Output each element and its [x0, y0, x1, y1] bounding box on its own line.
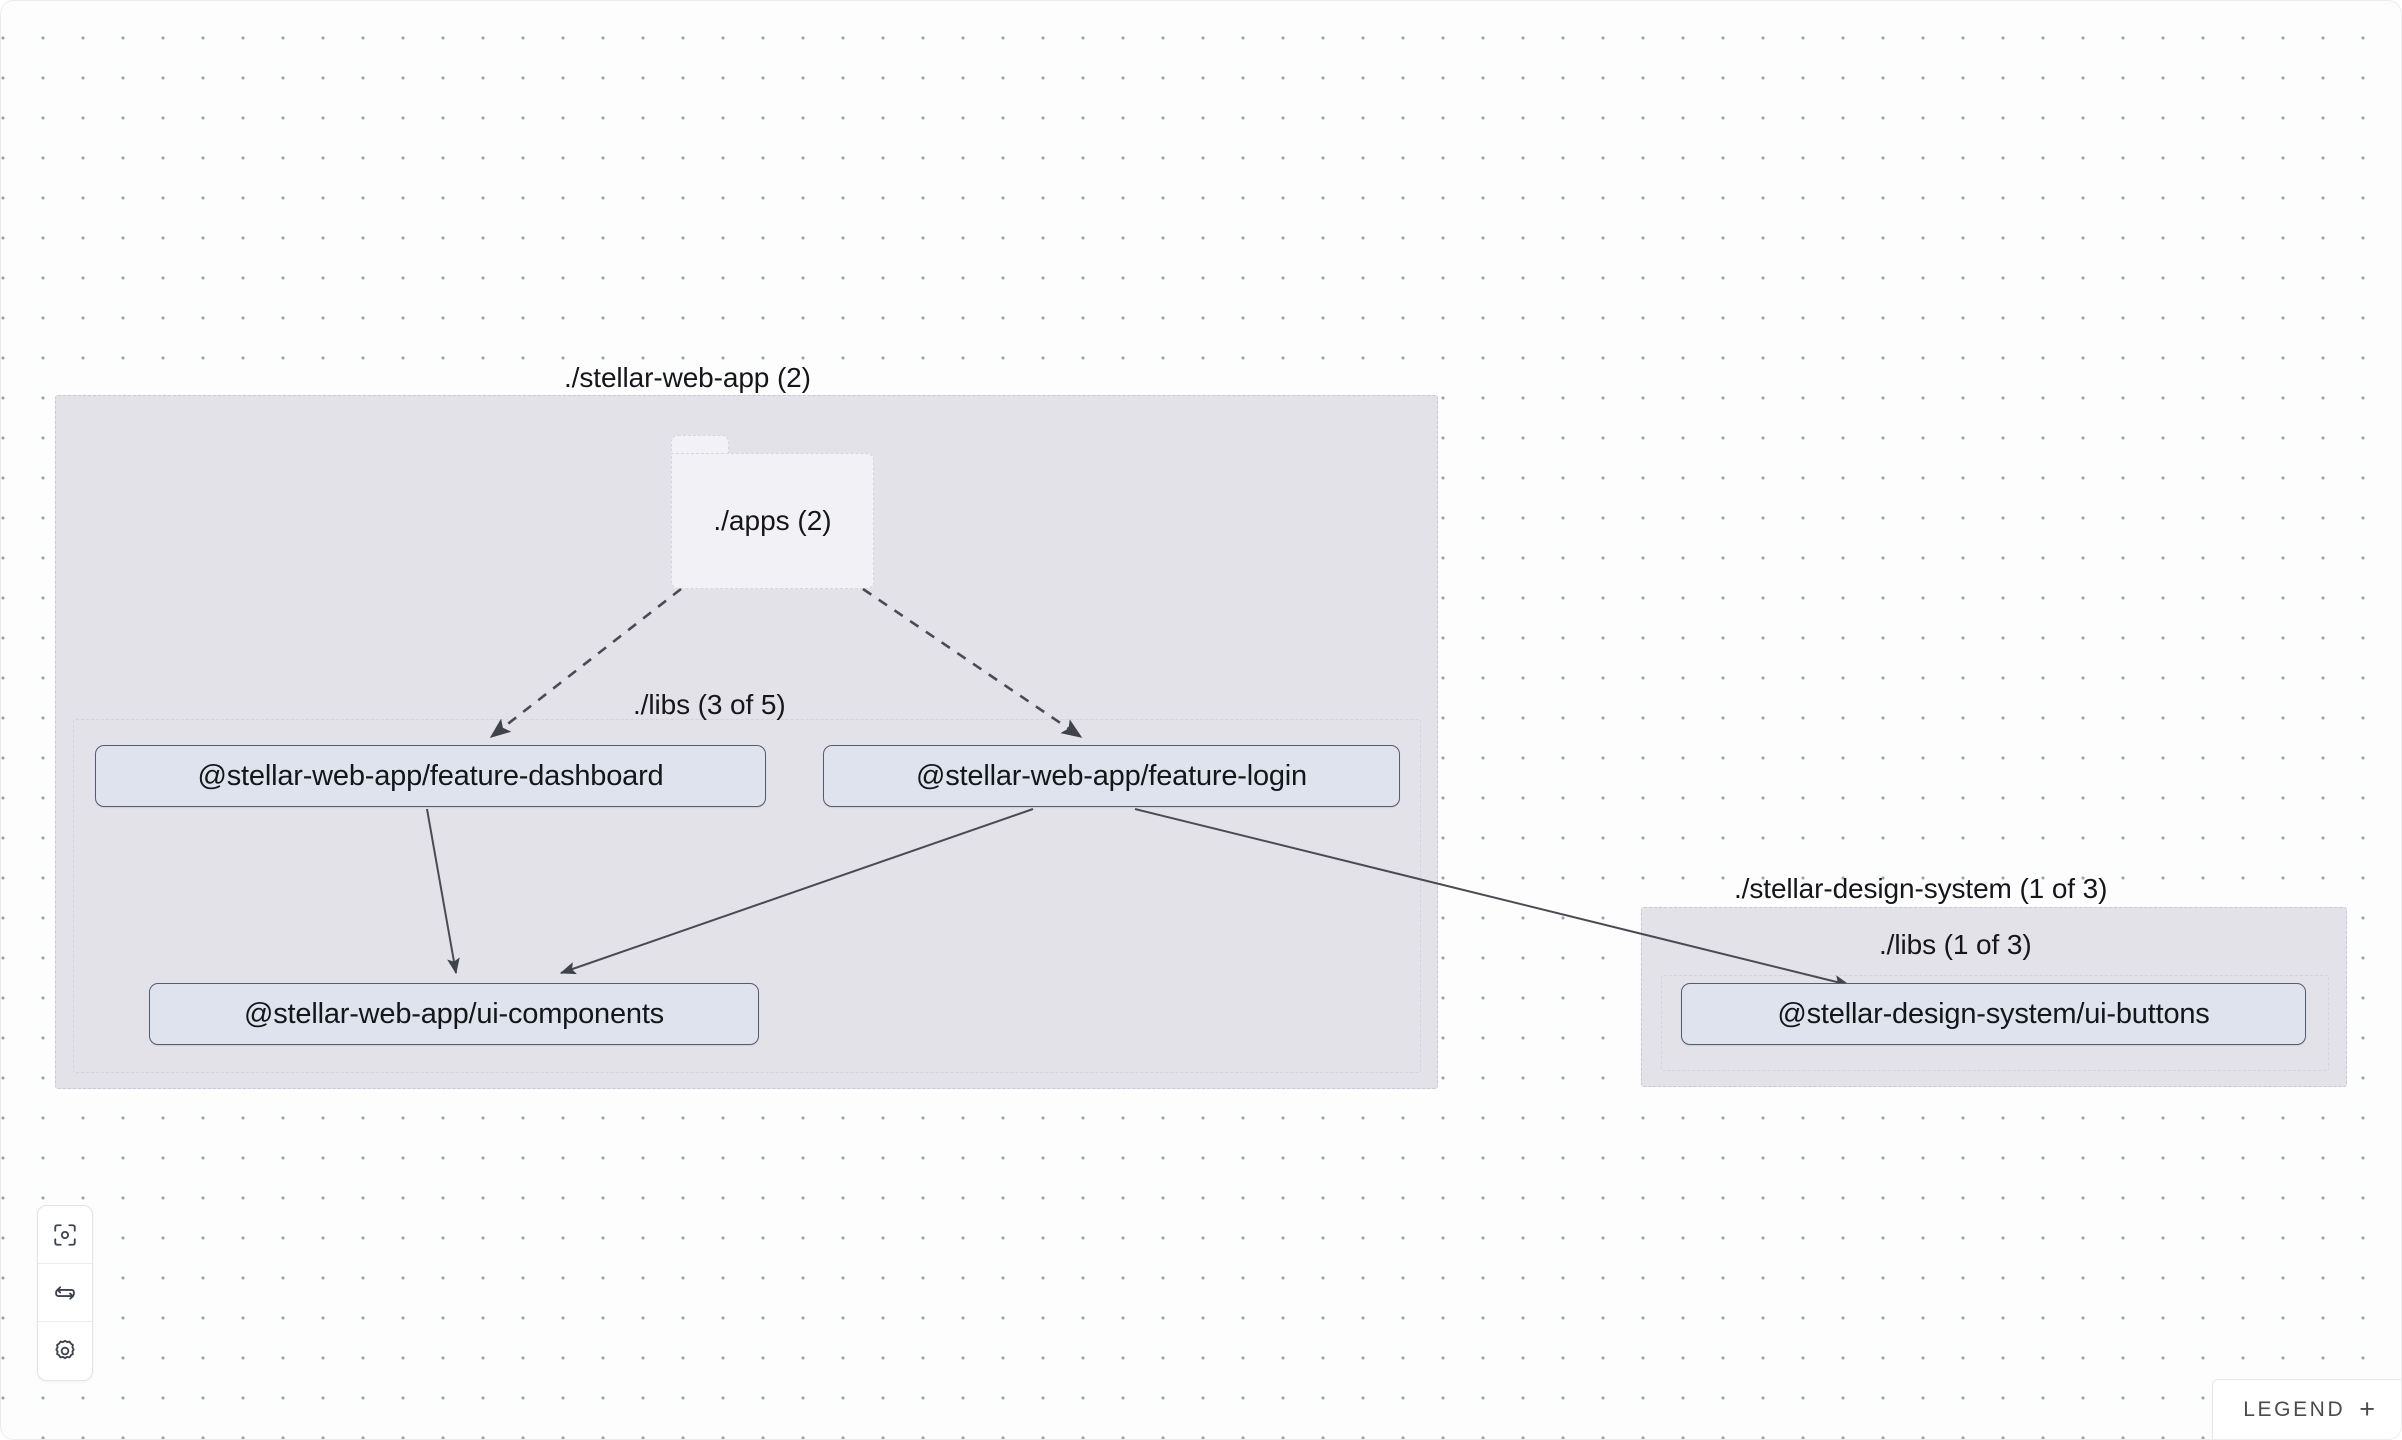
- legend-toggle[interactable]: LEGEND +: [2212, 1379, 2401, 1439]
- subgroup-label-web-app-libs: ./libs (3 of 5): [633, 689, 786, 720]
- node-feature-dashboard[interactable]: @stellar-web-app/feature-dashboard: [95, 745, 766, 807]
- graph-settings-button[interactable]: [38, 1322, 92, 1380]
- node-ui-components[interactable]: @stellar-web-app/ui-components: [149, 983, 759, 1045]
- node-label-feature-dashboard: @stellar-web-app/feature-dashboard: [197, 759, 664, 792]
- subgroup-design-system-libs[interactable]: [1661, 975, 2329, 1071]
- folder-tab: [671, 435, 729, 457]
- gear-icon: [52, 1338, 78, 1364]
- legend-label: LEGEND: [2243, 1397, 2346, 1421]
- node-feature-login[interactable]: @stellar-web-app/feature-login: [823, 745, 1400, 807]
- group-label-stellar-design-system: ./stellar-design-system (1 of 3): [1734, 873, 2108, 904]
- refresh-graph-button[interactable]: [38, 1264, 92, 1322]
- focus-target-icon: [52, 1222, 78, 1248]
- node-label-ui-components: @stellar-web-app/ui-components: [244, 997, 664, 1030]
- focus-graph-button[interactable]: [38, 1206, 92, 1264]
- group-label-stellar-web-app: ./stellar-web-app (2): [564, 362, 811, 393]
- folder-body: ./apps (2): [671, 453, 874, 589]
- folder-apps[interactable]: ./apps (2): [671, 435, 874, 589]
- node-label-ui-buttons: @stellar-design-system/ui-buttons: [1777, 997, 2210, 1030]
- node-ui-buttons[interactable]: @stellar-design-system/ui-buttons: [1681, 983, 2306, 1045]
- folder-label-apps: ./apps (2): [713, 505, 832, 536]
- graph-controls[interactable]: [37, 1205, 93, 1381]
- subgroup-label-design-system-libs: ./libs (1 of 3): [1879, 929, 2032, 960]
- refresh-icon: [52, 1280, 78, 1306]
- plus-icon: +: [2359, 1394, 2375, 1424]
- node-label-feature-login: @stellar-web-app/feature-login: [916, 759, 1307, 792]
